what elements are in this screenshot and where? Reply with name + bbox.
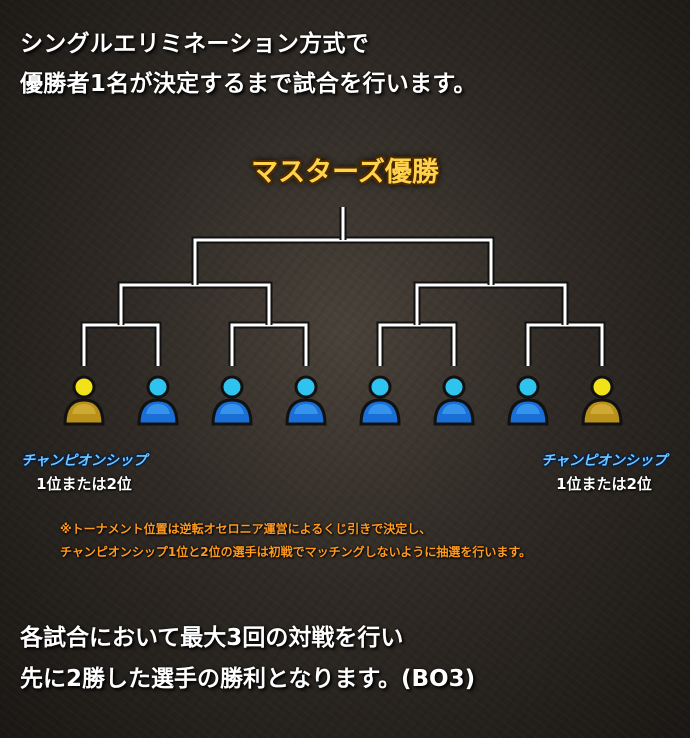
- player-icon: [211, 375, 253, 426]
- bracket-line-final: [193, 238, 493, 285]
- player-head: [368, 375, 392, 399]
- player-body-highlight: [442, 404, 466, 414]
- bracket-line-round2: [413, 281, 569, 325]
- rules-line-1: 各試合において最大3回の対戦を行い: [20, 625, 404, 651]
- player-icon: [507, 375, 549, 426]
- bracket-line-round2: [119, 283, 271, 325]
- right-seed-champ: チャンピオンシップ: [541, 453, 667, 469]
- player-icon: [63, 375, 105, 426]
- bracket-line-round2: [117, 281, 273, 325]
- player-head: [516, 375, 540, 399]
- bracket-line-round1: [230, 323, 308, 366]
- winner-title: マスターズ優勝: [251, 157, 439, 188]
- left-seed-label: チャンピオンシップ 1位または2位: [4, 450, 164, 494]
- player-head: [590, 375, 614, 399]
- bracket-line-round1: [526, 323, 604, 366]
- player-body-highlight: [220, 404, 244, 414]
- note-line-1: ※トーナメント位置は逆転オセロニア運営によるくじ引きで決定し、: [60, 522, 432, 536]
- player-icon: [359, 375, 401, 426]
- bracket-line-final: [191, 236, 495, 285]
- player-head: [294, 375, 318, 399]
- player-head: [146, 375, 170, 399]
- player-body-highlight: [516, 404, 540, 414]
- intro-text: シングルエリミネーション方式で 優勝者1名が決定するまで試合を行います。: [20, 24, 477, 104]
- player-icon: [433, 375, 475, 426]
- player-icon: [137, 375, 179, 426]
- note-line-2: チャンピオンシップ1位と2位の選手は初戦でマッチングしないように抽選を行います。: [60, 545, 532, 559]
- player-icon: [581, 375, 623, 426]
- right-seed-label: チャンピオンシップ 1位または2位: [524, 450, 684, 494]
- left-seed-rank: 1位または2位: [36, 475, 132, 493]
- player-body-highlight: [72, 404, 96, 414]
- player-head: [220, 375, 244, 399]
- bracket-line-round1: [524, 321, 606, 366]
- left-seed-champ: チャンピオンシップ: [21, 453, 147, 469]
- bracket-line-round1: [228, 321, 310, 366]
- player-body-highlight: [590, 404, 614, 414]
- player-head: [442, 375, 466, 399]
- player-body-highlight: [146, 404, 170, 414]
- intro-line-2: 優勝者1名が決定するまで試合を行います。: [20, 71, 477, 97]
- right-seed-rank: 1位または2位: [556, 475, 652, 493]
- player-body-highlight: [294, 404, 318, 414]
- rules-line-2: 先に2勝した選手の勝利となります。(BO3): [20, 666, 476, 692]
- bracket-line-round1: [378, 323, 456, 366]
- bracket-line-round1: [80, 321, 162, 366]
- player-icon: [285, 375, 327, 426]
- player-head: [72, 375, 96, 399]
- bracket-players: [63, 375, 623, 426]
- bracket-lines: [80, 207, 606, 366]
- intro-line-1: シングルエリミネーション方式で: [20, 31, 370, 57]
- lottery-note: ※トーナメント位置は逆転オセロニア運営によるくじ引きで決定し、 チャンピオンシッ…: [60, 518, 670, 564]
- match-rules: 各試合において最大3回の対戦を行い 先に2勝した選手の勝利となります。(BO3): [20, 618, 475, 700]
- player-body-highlight: [368, 404, 392, 414]
- bracket-line-round2: [415, 283, 567, 325]
- bracket-line-round1: [376, 321, 458, 366]
- bracket-line-round1: [82, 323, 160, 366]
